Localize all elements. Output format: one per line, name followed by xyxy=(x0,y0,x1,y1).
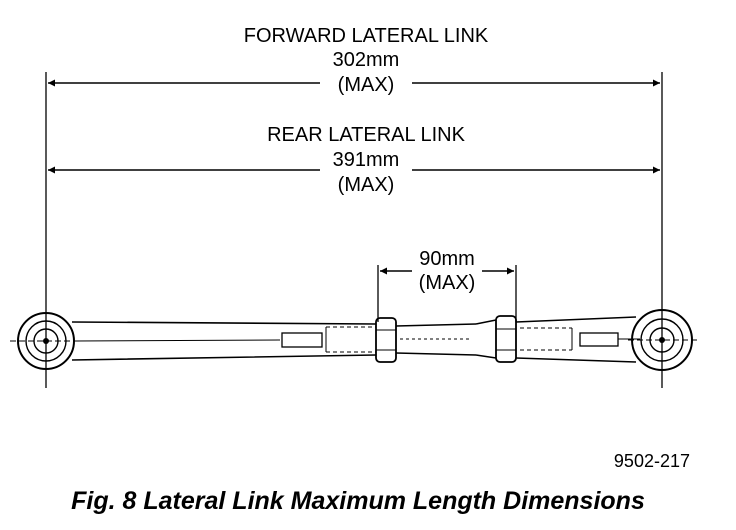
figure-number: 9502-217 xyxy=(614,451,690,471)
forward-link-value: 302mm xyxy=(333,49,400,71)
rear-link-max-note: (MAX) xyxy=(338,174,395,196)
lateral-link-drawing xyxy=(10,309,700,371)
forward-lateral-link-dimension: FORWARD LATERAL LINK 302mm (MAX) xyxy=(48,25,660,96)
figure-caption: Fig. 8 Lateral Link Maximum Length Dimen… xyxy=(71,487,645,515)
forward-link-label: FORWARD LATERAL LINK xyxy=(244,25,489,47)
left-eye-bushing xyxy=(10,312,82,370)
left-jam-nut xyxy=(375,317,397,363)
rear-lateral-link-dimension: REAR LATERAL LINK 391mm (MAX) xyxy=(48,124,660,196)
adjuster-value: 90mm xyxy=(419,248,475,270)
right-jam-nut xyxy=(495,315,517,363)
adjuster-dimension: 90mm (MAX) xyxy=(380,248,514,294)
forward-link-max-note: (MAX) xyxy=(338,74,395,96)
right-eye-bushing xyxy=(628,309,700,371)
rear-link-label: REAR LATERAL LINK xyxy=(267,124,466,146)
extension-lines xyxy=(45,72,663,388)
adjuster-max-note: (MAX) xyxy=(419,272,476,294)
adjuster-sleeve xyxy=(395,323,477,356)
rear-link-value: 391mm xyxy=(333,149,400,171)
